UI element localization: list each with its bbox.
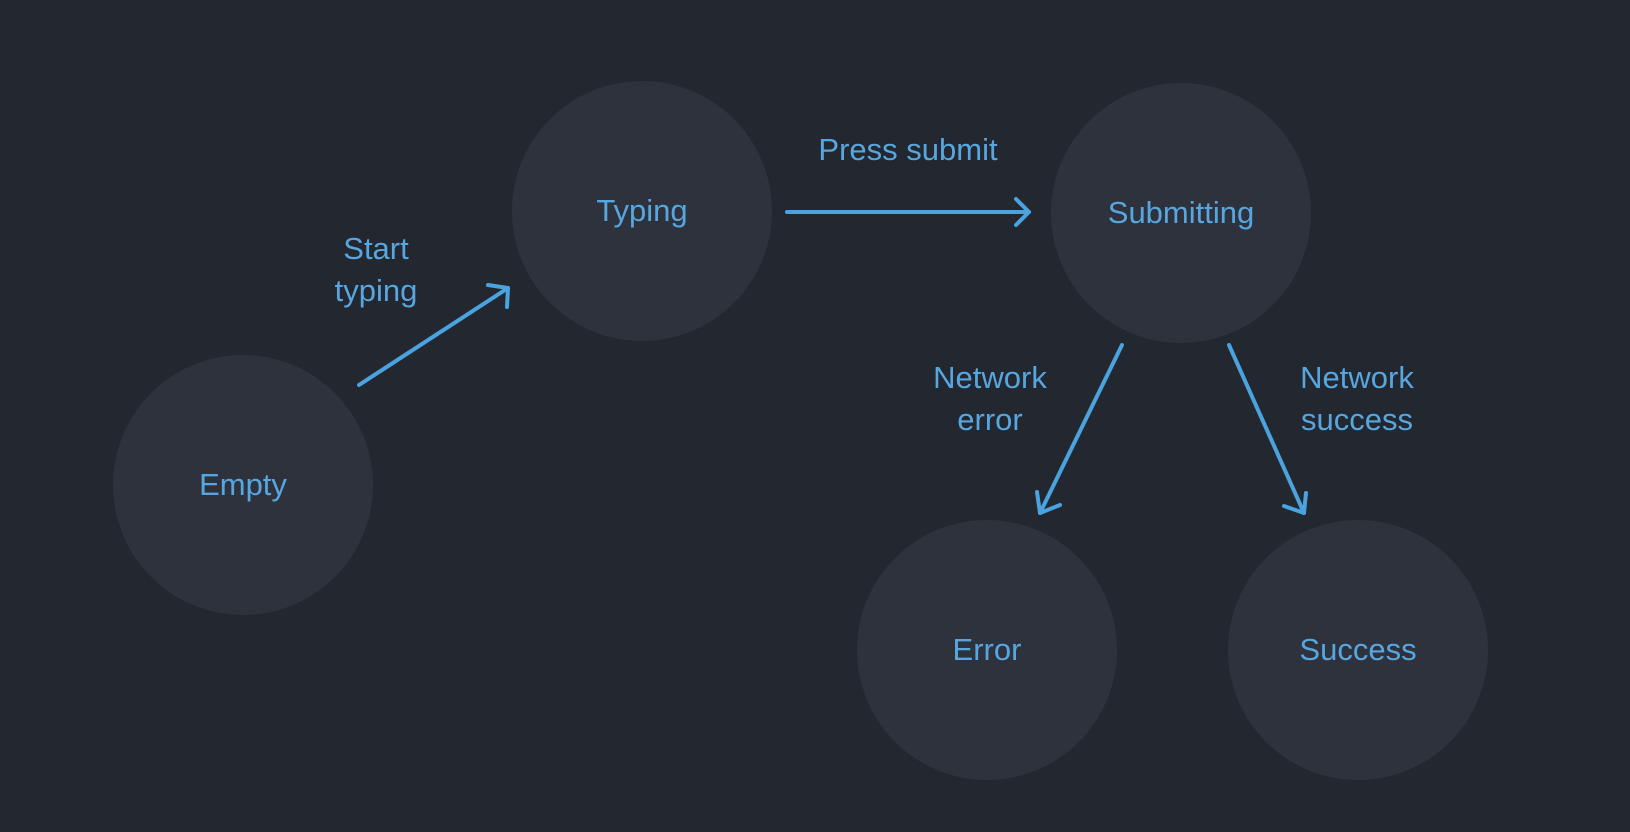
edge-submitting-to-success-label-line-2: success	[1301, 402, 1413, 437]
node-success: Success	[1228, 520, 1488, 780]
node-typing: Typing	[512, 81, 772, 341]
edge-typing-to-submitting: Press submit	[785, 132, 1031, 227]
edge-submitting-to-error-arrowhead-icon	[1035, 490, 1062, 515]
node-submitting-circle	[1051, 83, 1311, 343]
edge-submitting-to-success: Network success	[1227, 343, 1414, 515]
edge-empty-to-typing-line	[357, 286, 510, 387]
node-typing-circle	[512, 81, 772, 341]
node-submitting: Submitting	[1051, 83, 1311, 343]
edge-submitting-to-error-label-line-1: Network	[933, 360, 1047, 395]
edge-typing-to-submitting-arrowhead-icon	[1014, 197, 1031, 227]
edge-typing-to-submitting-label: Press submit	[818, 132, 998, 167]
node-submitting-label: Submitting	[1108, 195, 1254, 230]
edge-submitting-to-error-line	[1038, 343, 1124, 515]
edge-empty-to-typing-label-line-1: Start	[343, 231, 409, 266]
edge-submitting-to-success-line	[1227, 343, 1306, 515]
edge-empty-to-typing-arrowhead-icon	[486, 283, 510, 309]
edge-submitting-to-success-label-line-1: Network	[1300, 360, 1414, 395]
node-error-circle	[857, 520, 1117, 780]
node-empty-label: Empty	[199, 467, 287, 502]
edge-empty-to-typing-label-line-2: typing	[335, 273, 418, 308]
edge-submitting-to-error: Network error	[933, 343, 1124, 515]
node-empty: Empty	[113, 355, 373, 615]
edge-submitting-to-success-arrowhead-icon	[1282, 491, 1308, 515]
node-error-label: Error	[953, 632, 1022, 667]
node-success-label: Success	[1299, 632, 1416, 667]
edge-submitting-to-error-label-line-2: error	[957, 402, 1022, 437]
edge-empty-to-typing: Start typing	[335, 231, 510, 387]
node-typing-label: Typing	[596, 193, 687, 228]
node-error: Error	[857, 520, 1117, 780]
node-empty-circle	[113, 355, 373, 615]
node-success-circle	[1228, 520, 1488, 780]
